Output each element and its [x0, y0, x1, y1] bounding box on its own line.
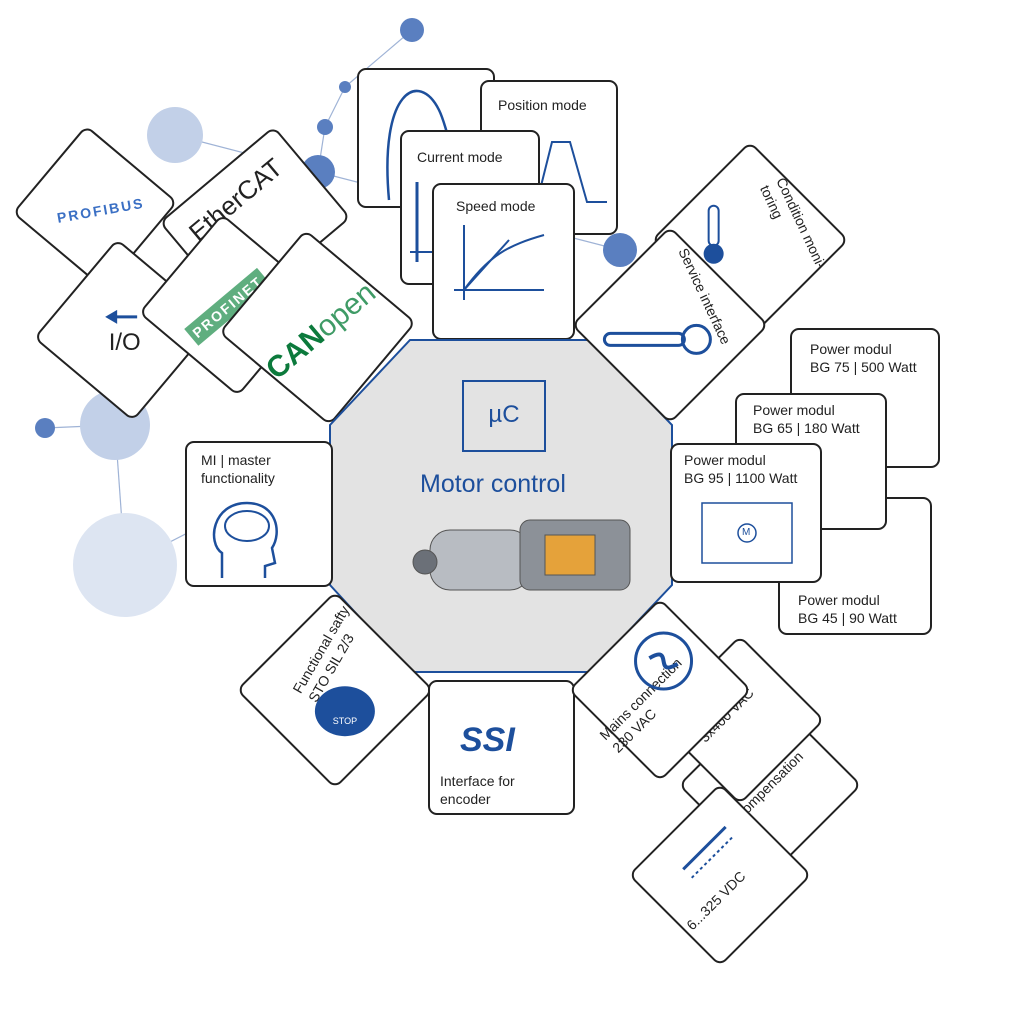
- dc-voltage-card[interactable]: 6...325 VDC: [628, 783, 812, 967]
- bubble: [400, 18, 424, 42]
- motor-image: [412, 519, 631, 591]
- speed-mode-label: Speed mode: [456, 198, 536, 214]
- bubble: [147, 107, 203, 163]
- ac-sine-icon: [634, 631, 694, 691]
- speed-profile-icon: [454, 225, 545, 300]
- bubble: [339, 81, 351, 93]
- bubble: [35, 418, 55, 438]
- stop-label: STOP: [332, 716, 358, 727]
- bubble: [317, 119, 333, 135]
- condition-monitoring-card[interactable]: Condition moni-toring: [651, 141, 849, 339]
- position-mode-label: Position mode: [498, 97, 587, 113]
- brain-head-icon: [212, 501, 278, 578]
- bubble: [603, 233, 637, 267]
- h-bridge-icon: [701, 502, 793, 564]
- motor-control-title: Motor control: [420, 470, 566, 498]
- speed-mode-card[interactable]: Speed mode: [432, 183, 575, 340]
- dc-symbol-icon: [682, 825, 735, 879]
- bubble: [73, 513, 177, 617]
- wrench-icon: [602, 323, 712, 355]
- motor-symbol: M: [742, 527, 751, 538]
- microcontroller-label: µC: [488, 401, 520, 428]
- ssi-logo: SSI: [460, 721, 515, 759]
- stop-button-icon: STOP: [314, 686, 375, 737]
- service-interface-card[interactable]: Service interface: [571, 226, 769, 424]
- thermometer-icon: [703, 204, 724, 264]
- current-mode-label: Current mode: [417, 149, 503, 165]
- position-profile-icon: [536, 141, 607, 203]
- microcontroller-box: µC: [462, 380, 546, 452]
